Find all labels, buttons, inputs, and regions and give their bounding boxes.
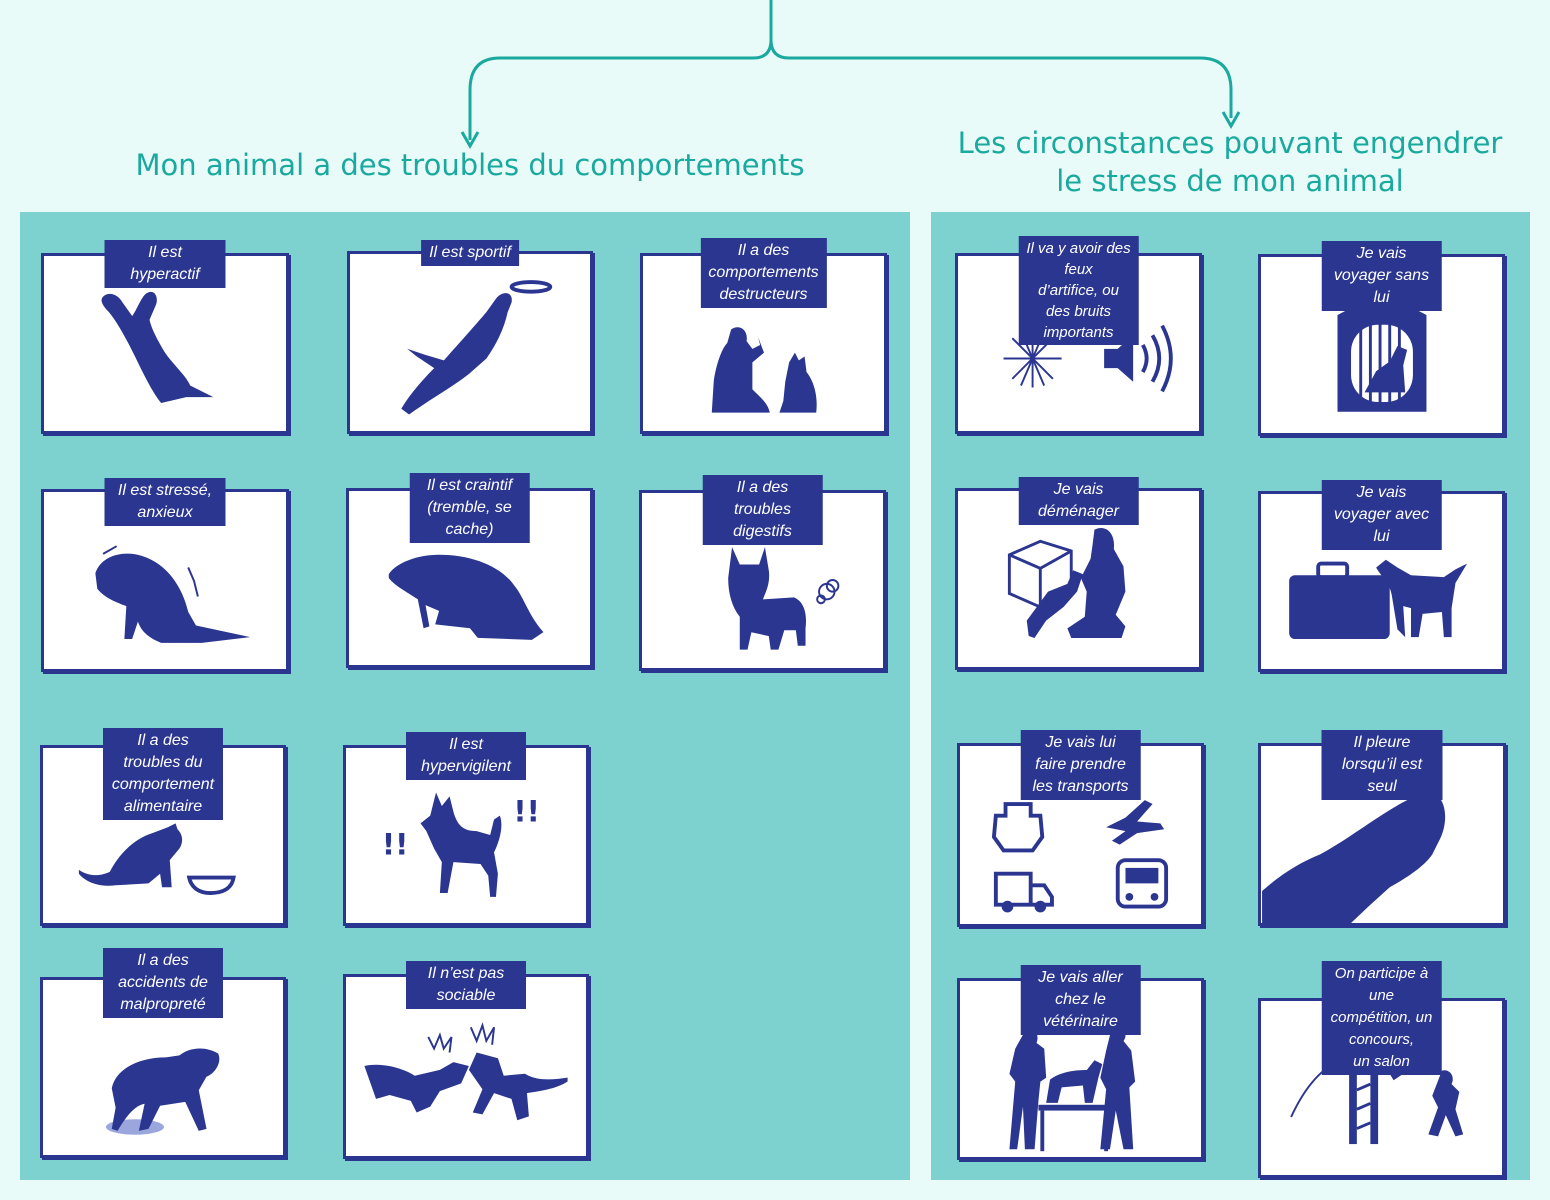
card-sportive: Il est sportif xyxy=(347,240,593,434)
dog-puddle-icon xyxy=(105,1048,220,1135)
card-label: Il a des accidents de malpropreté xyxy=(103,948,223,1018)
card-label: Je vais aller chez le vétérinaire xyxy=(1020,965,1141,1035)
card-label: Il a des troubles digestifs xyxy=(702,475,823,545)
card-label: Il est sportif xyxy=(421,240,519,266)
jumping-dog-icon xyxy=(101,291,214,403)
card-label: Je vais déménager xyxy=(1018,477,1139,525)
card-competition: On participe à une compétition, un conco… xyxy=(1258,961,1505,1178)
card-hyperactive: Il est hyperactif xyxy=(41,240,289,434)
card-label: On participe à une compétition, un conco… xyxy=(1321,961,1442,1075)
cat-bowl-icon xyxy=(78,823,236,895)
card-unsociable: Il n’est pas sociable xyxy=(343,961,589,1159)
transport-icons xyxy=(991,800,1169,913)
svg-text:!!: !! xyxy=(513,794,539,828)
card-eating-disorder: Il a des troubles du comportement alimen… xyxy=(40,728,286,926)
dog-kennel-icon xyxy=(1337,291,1427,412)
anxious-dog-icon xyxy=(95,545,251,643)
howling-dog-icon xyxy=(1262,792,1446,923)
card-label: Je vais lui faire prendre les transports xyxy=(1020,730,1141,800)
frisbee-dog-icon xyxy=(401,280,553,415)
moving-box-icon xyxy=(1007,527,1126,638)
card-transports: Je vais lui faire prendre les transports xyxy=(957,730,1204,927)
card-travel-with: Je vais voyager avec lui xyxy=(1258,480,1505,672)
card-label: Il a des troubles du comportement alimen… xyxy=(103,728,223,820)
card-label: Il est craintif (tremble, se cache) xyxy=(409,473,530,543)
card-label: Il est hyperactif xyxy=(104,240,226,288)
card-label: Il va y avoir des feux d’artifice, ou de… xyxy=(1018,236,1139,345)
fighting-dogs-icon xyxy=(364,1022,568,1121)
heading-behaviour-troubles: Mon animal a des troubles du comportemen… xyxy=(135,148,805,182)
heading-stress-circumstances: Les circonstances pouvant engendrer le s… xyxy=(957,126,1503,198)
woman-training-dog-icon xyxy=(711,327,817,413)
card-label: Il est hypervigilent xyxy=(406,732,526,780)
card-hypervigilant: !! !! Il est hypervigilent xyxy=(343,732,589,926)
card-vet: Je vais aller chez le vétérinaire xyxy=(957,965,1204,1160)
fearful-dog-icon xyxy=(388,554,544,640)
card-label: Je vais voyager sans lui xyxy=(1321,241,1442,311)
card-fearful: Il est craintif (tremble, se cache) xyxy=(346,473,593,668)
bulldog-gas-icon xyxy=(728,547,840,650)
card-fireworks: Il va y avoir des feux d’artifice, ou de… xyxy=(955,236,1202,434)
card-label: Il a des comportements destructeurs xyxy=(700,238,827,308)
card-travel-without: Je vais voyager sans lui xyxy=(1258,241,1505,436)
bracket-connector xyxy=(460,0,1241,150)
vet-table-icon xyxy=(1009,1026,1136,1152)
card-anxious: Il est stressé, anxieux xyxy=(41,478,289,672)
alert-dog-icon: !! !! xyxy=(382,792,540,897)
card-label: Il n’est pas sociable xyxy=(406,961,526,1009)
card-destructive: Il a des comportements destructeurs xyxy=(640,238,887,434)
card-accidents: Il a des accidents de malpropreté xyxy=(40,948,286,1158)
card-label: Je vais voyager avec lui xyxy=(1321,480,1442,550)
card-moving: Je vais déménager xyxy=(955,477,1202,670)
card-digestive: Il a des troubles digestifs xyxy=(639,475,886,671)
svg-text:!!: !! xyxy=(382,827,408,861)
card-label: Il est stressé, anxieux xyxy=(104,478,226,526)
card-cries-alone: Il pleure lorsqu’il est seul xyxy=(1258,730,1506,926)
card-label: Il pleure lorsqu’il est seul xyxy=(1321,730,1443,800)
suitcase-dog-icon xyxy=(1289,559,1468,640)
